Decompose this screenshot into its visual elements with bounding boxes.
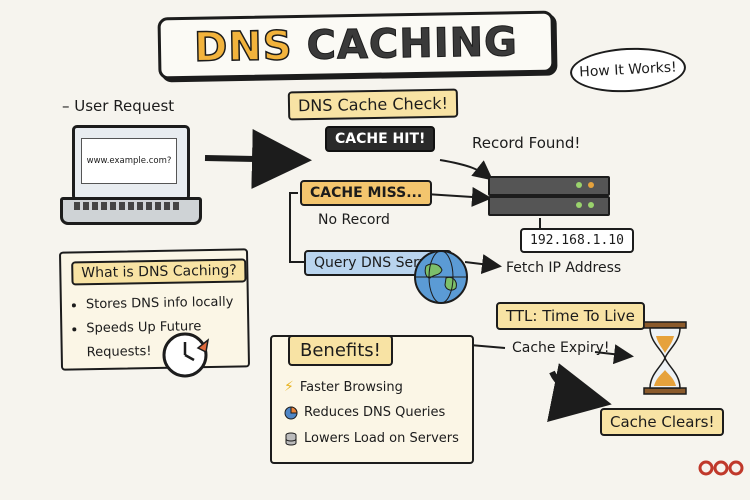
benefits-card: Benefits! ⚡ Faster Browsing Reduces DNS … (270, 335, 474, 464)
benefit-label: Faster Browsing (299, 379, 403, 395)
clock-icon (162, 332, 210, 378)
record-found-label: Record Found! (472, 134, 581, 152)
user-request-label: – User Request (62, 97, 175, 115)
hourglass-icon (643, 321, 687, 395)
benefit-label: Reduces DNS Queries (304, 405, 446, 420)
info-bullets: Stores DNS info locally Speeds Up Future… (70, 290, 248, 365)
info-bullet: Stores DNS info locally (86, 290, 247, 317)
ip-address-box: 192.168.1.10 (520, 228, 634, 253)
cache-check-box: DNS Cache Check! (287, 88, 459, 121)
no-record-label: No Record (318, 212, 390, 228)
cache-clears-box: Cache Clears! (600, 408, 725, 436)
database-icon (285, 432, 297, 445)
page-title: DNS CACHING (157, 10, 555, 80)
laptop-url: www.example.com? (81, 138, 177, 184)
laptop-icon: www.example.com? (60, 125, 202, 225)
benefit-item: ⚡ Faster Browsing (284, 379, 403, 395)
title-part-caching: CACHING (306, 19, 519, 70)
server-icon (488, 176, 610, 216)
benefit-item: Reduces DNS Queries (284, 405, 445, 420)
fetch-ip-label: Fetch IP Address (506, 260, 622, 276)
benefits-heading: Benefits! (288, 335, 393, 366)
info-heading: What is DNS Caching? (71, 258, 248, 286)
cache-hit-box: CACHE HIT! (325, 126, 436, 152)
title-part-dns: DNS (193, 22, 294, 71)
cache-expiry-label: Cache Expiry! (512, 340, 610, 356)
info-card: What is DNS Caching? Stores DNS info loc… (58, 248, 251, 371)
logo-icon (698, 460, 744, 476)
cache-miss-box: CACHE MISS... (300, 180, 433, 206)
ttl-box: TTL: Time To Live (496, 302, 645, 330)
benefit-item: Lowers Load on Servers (284, 431, 459, 446)
lightning-icon: ⚡ (284, 379, 294, 395)
globe-icon (414, 250, 468, 304)
pie-chart-icon (284, 405, 298, 419)
benefit-label: Lowers Load on Servers (304, 431, 459, 446)
